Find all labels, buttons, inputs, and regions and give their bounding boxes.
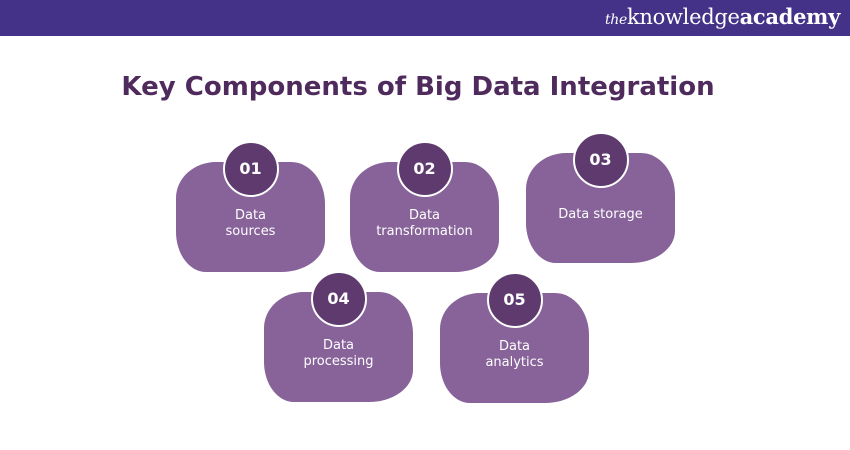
component-label: Data transformation (376, 208, 473, 239)
component-label: Data processing (303, 338, 374, 369)
logo-prefix: the (604, 12, 627, 28)
component-label: Data sources (225, 208, 276, 239)
step-number: 04 (310, 271, 367, 327)
brand-logo: theknowledgeacademy (605, 4, 840, 29)
page-title: Key Components of Big Data Integration (121, 72, 715, 102)
component-card-2: 02 Data transformation (350, 141, 499, 272)
step-number: 02 (396, 141, 453, 197)
component-label: Data analytics (485, 339, 544, 370)
component-card-4: 04 Data processing (264, 271, 413, 402)
component-card-5: 05 Data analytics (440, 272, 589, 403)
step-number: 05 (486, 272, 543, 328)
step-number: 03 (572, 132, 629, 188)
logo-main: knowledge (626, 5, 740, 29)
logo-bold: academy (739, 4, 841, 29)
component-label: Data storage (558, 207, 643, 222)
step-number: 01 (222, 141, 279, 197)
component-card-1: 01 Data sources (176, 141, 325, 272)
header-bar: theknowledgeacademy (0, 0, 850, 36)
component-card-3: 03 Data storage (526, 132, 675, 263)
